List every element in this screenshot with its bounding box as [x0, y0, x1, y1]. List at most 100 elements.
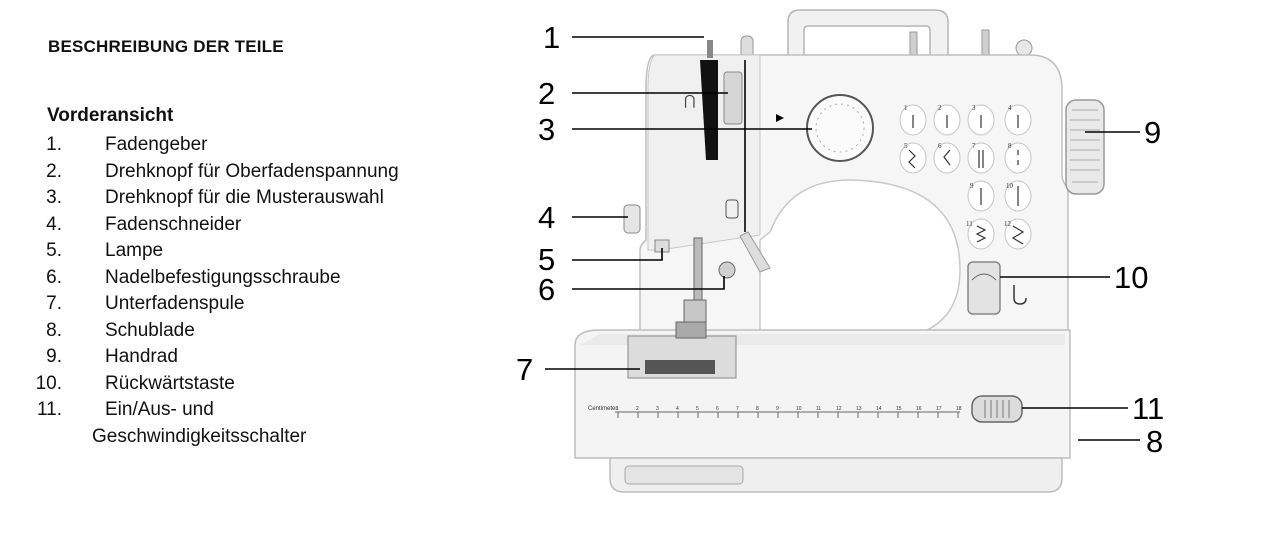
stitch-number: 6 [938, 142, 942, 150]
tension-dial [723, 71, 743, 125]
item-label: Fadenschneider [105, 213, 242, 235]
ruler-tick-label: 12 [836, 406, 842, 412]
item-label: Lampe [105, 240, 164, 261]
item-label: Drehknopf für Oberfadenspannung [105, 160, 399, 182]
ruler-tick-label: 4 [676, 406, 679, 412]
ruler-label: Centimeter [588, 406, 617, 412]
thread-guide-hook [725, 199, 739, 219]
spool-pin [981, 29, 990, 59]
item-label-continuation: Geschwindigkeitsschalter [92, 425, 307, 447]
stitch-number: 11 [966, 220, 973, 228]
stitch-number: 8 [1008, 142, 1012, 150]
ruler-tick-label: 15 [896, 406, 902, 412]
dial-pointer-icon [776, 114, 784, 122]
item-number: 6. [46, 266, 62, 288]
callout-number: 4 [538, 200, 555, 235]
drawer-handle [624, 465, 744, 485]
callout-number: 2 [538, 76, 555, 111]
stitch-number: 4 [1008, 104, 1012, 112]
item-label: Unterfadenspule [105, 293, 245, 314]
needle-clamp-screw [718, 261, 736, 279]
item-label: Nadelbefestigungsschraube [105, 266, 341, 288]
presser-foot [675, 321, 707, 339]
switch-grip [984, 400, 1010, 418]
spool-pin [909, 31, 918, 59]
arm-opening [759, 179, 961, 341]
ruler-tick-label: 5 [696, 406, 699, 412]
item-label: Schublade [105, 319, 195, 341]
item-number: 4. [46, 213, 62, 235]
handwheel [1065, 99, 1105, 195]
callout-number: 1 [543, 20, 560, 55]
reverse-icon [1013, 285, 1027, 305]
item-number: 2. [46, 160, 62, 182]
thread-guide-slot [700, 60, 718, 160]
item-number: 3. [46, 187, 62, 208]
section-heading: BESCHREIBUNG DER TEILE [48, 37, 284, 56]
ruler-tick-label: 9 [776, 406, 779, 412]
callout-number: 6 [538, 272, 555, 307]
callout-number: 7 [516, 352, 533, 387]
item-number: 7. [46, 293, 62, 314]
presser-foot-clamp [683, 299, 707, 323]
item-number: 9. [46, 346, 62, 367]
callout-line [572, 248, 663, 261]
threading-symbol: ⋂ [684, 92, 695, 108]
item-number: 11. [36, 399, 62, 420]
stitch-symbols [908, 115, 1025, 245]
take-up-lever [707, 40, 713, 58]
ruler-tick-label: 3 [656, 406, 659, 412]
reverse-button-cap [971, 273, 997, 281]
stitch-number: 3 [972, 104, 976, 112]
ruler-tick-label: 6 [716, 406, 719, 412]
item-label: Ein/Aus- und [105, 399, 214, 420]
stitch-number: 1 [904, 104, 908, 112]
item-number: 1. [46, 134, 62, 155]
item-label: Fadengeber [105, 134, 208, 155]
thread-cutter [623, 204, 641, 234]
callout-number: 10 [1114, 260, 1148, 295]
item-number: 5. [46, 240, 62, 261]
handwheel-grip [1070, 109, 1100, 183]
ruler-tick-label: 11 [816, 406, 821, 412]
stitch-number: 7 [972, 142, 976, 150]
item-number: 8. [46, 319, 62, 341]
carry-handle [787, 9, 949, 59]
presser-foot-lever [739, 231, 771, 273]
stitch-number: 5 [904, 142, 908, 150]
front-view-heading: Vorderansicht [47, 105, 174, 126]
item-label: Rückwärtstaste [105, 372, 235, 394]
callout-line [572, 276, 725, 290]
ruler-tick-label: 16 [916, 406, 922, 412]
callout-number: 11 [1132, 391, 1164, 426]
callout-lines [545, 36, 1140, 441]
ruler-tick-label: 7 [736, 406, 739, 412]
item-label: Drehknopf für die Musterauswahl [105, 187, 384, 208]
callout-number: 3 [538, 112, 555, 147]
pattern-dial [806, 94, 874, 162]
ruler-tick-label: 1 [616, 406, 619, 412]
ruler-tick-label: 17 [936, 406, 942, 412]
callout-number: 9 [1144, 115, 1161, 150]
ruler-tick-label: 18 [956, 406, 962, 412]
bobbin-cover [645, 360, 715, 374]
sewing-machine-illustration: ⋂ 1 2 3 4 5 6 7 8 9 10 11 12 [516, 9, 1164, 493]
callout-number: 8 [1146, 424, 1163, 459]
ruler-tick-label: 8 [756, 406, 759, 412]
ruler-tick-label: 10 [796, 406, 802, 412]
ruler-tick-label: 13 [856, 406, 862, 412]
stitch-number: 2 [938, 104, 942, 112]
parts-description-panel: BESCHREIBUNG DER TEILE Vorderansicht 1. F… [0, 0, 500, 539]
reverse-button [967, 261, 1001, 315]
item-number: 10. [35, 372, 62, 394]
stitch-number: 10 [1006, 182, 1014, 190]
stitch-numbers: 1 2 3 4 5 6 7 8 9 10 11 12 [904, 104, 1014, 228]
stitch-number: 9 [970, 182, 974, 190]
sewing-machine-figure: ⋂ 1 2 3 4 5 6 7 8 9 10 11 12 [510, 0, 1280, 539]
ruler-tick-label: 14 [876, 406, 882, 412]
callout-number: 5 [538, 242, 555, 277]
bobbin-winder [1015, 39, 1033, 57]
ruler-tick-label: 2 [636, 406, 639, 412]
stitch-number: 12 [1004, 220, 1012, 228]
